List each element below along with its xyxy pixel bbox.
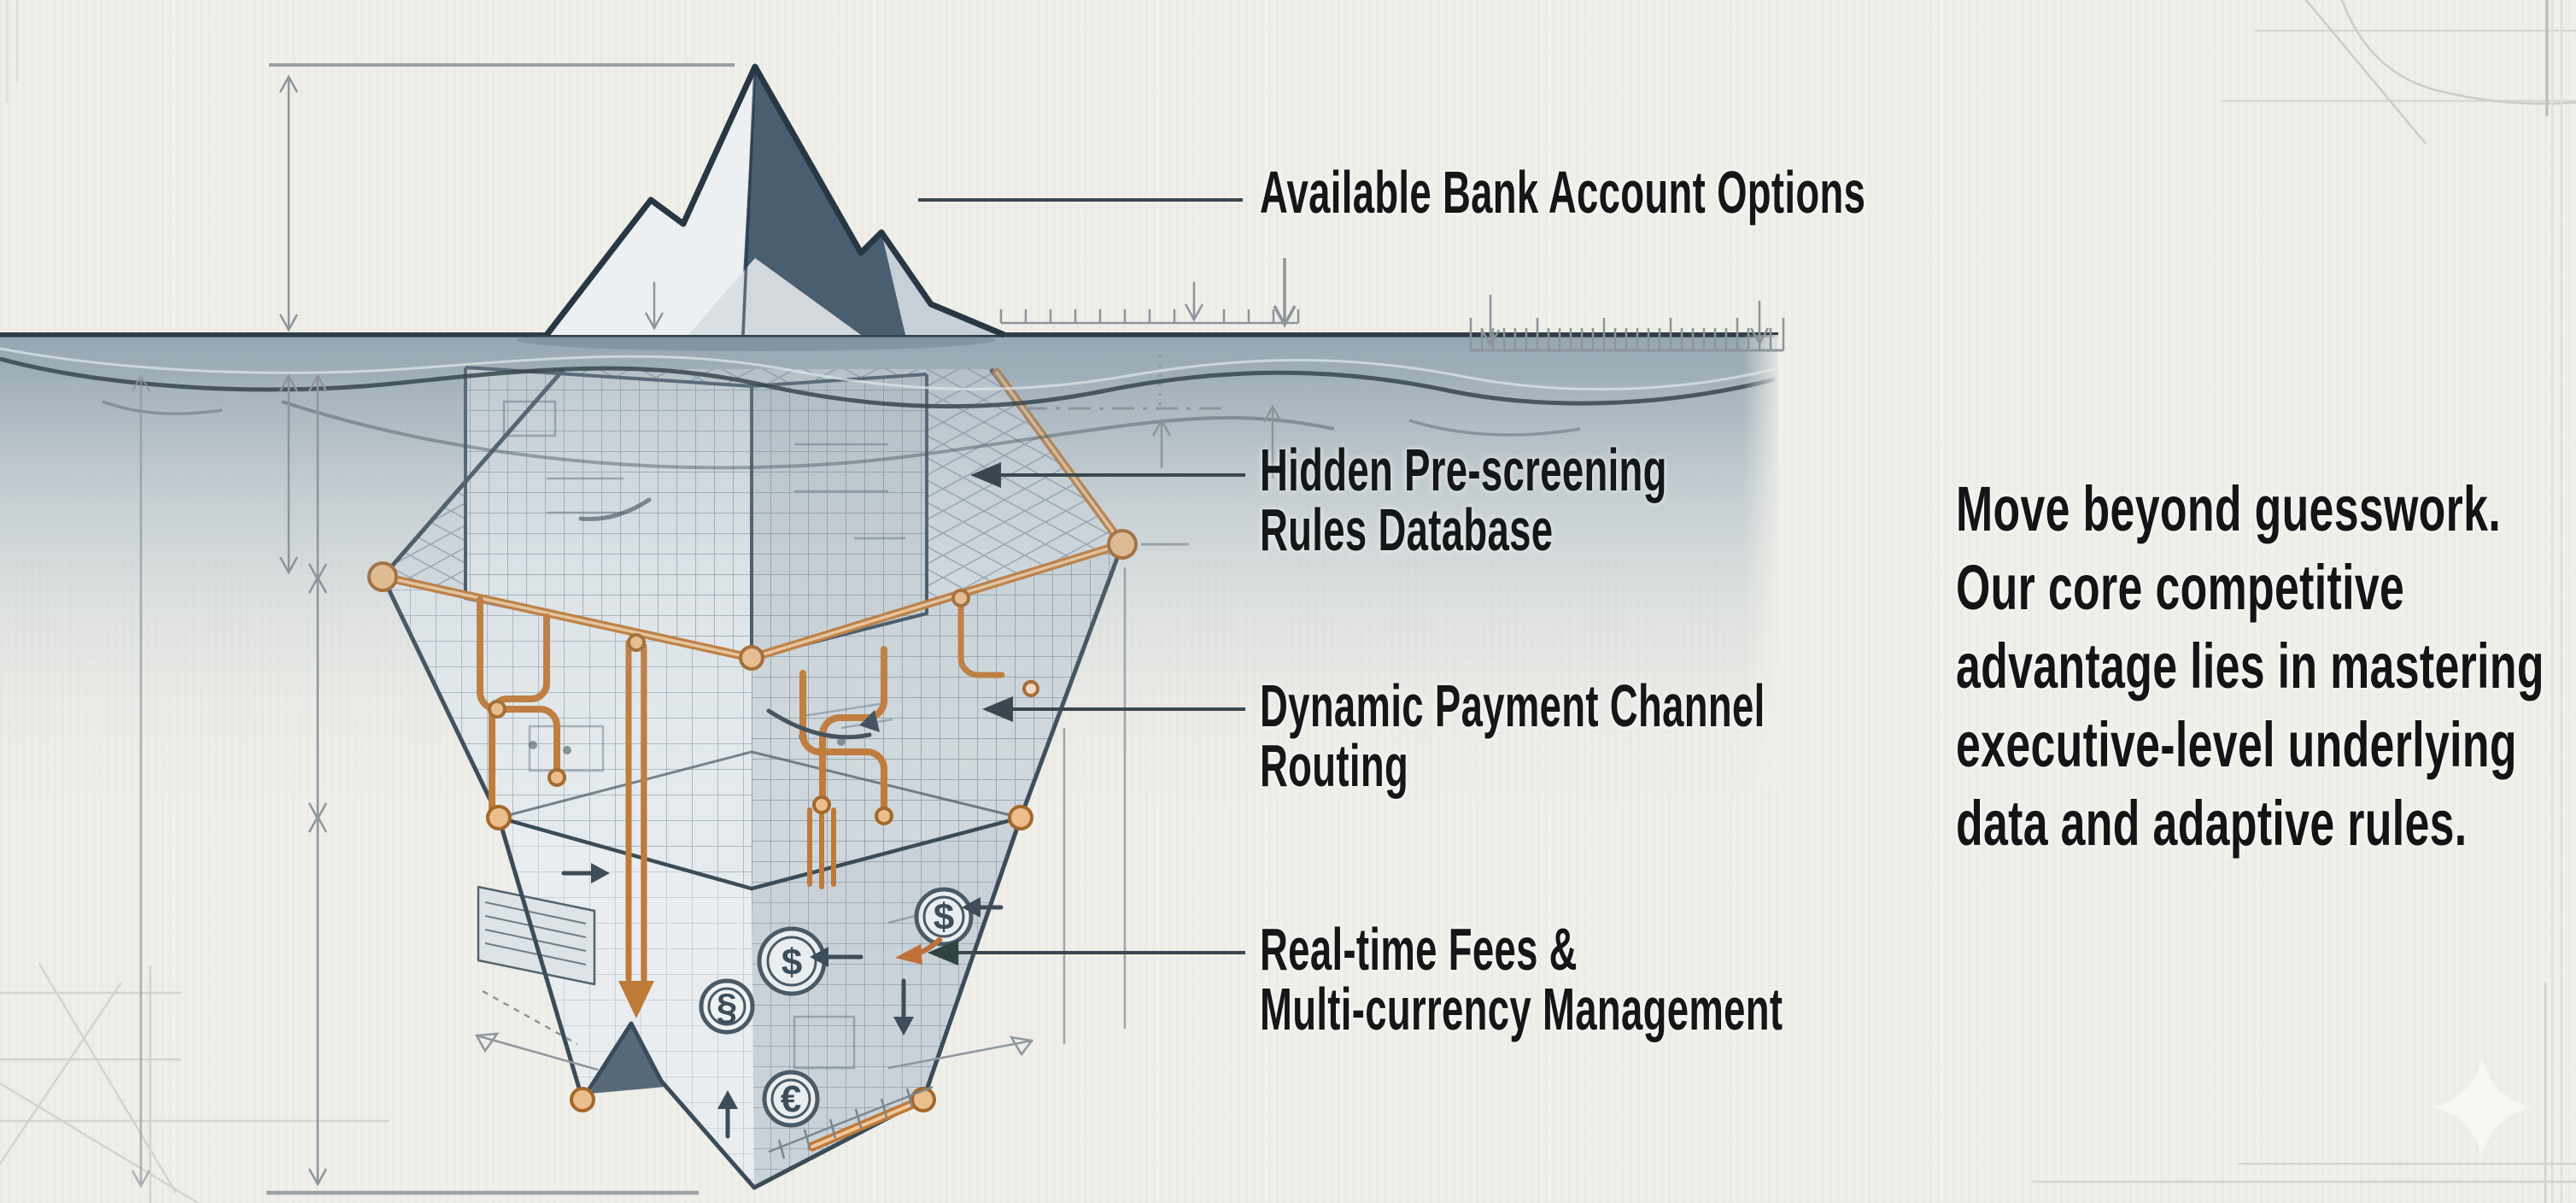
notch-facet (589, 1024, 665, 1094)
callout-line: Multi-currency Management (1260, 976, 1783, 1042)
currency-badge-dollar-large: $ (757, 926, 827, 996)
currency-badge-euro: € (762, 1070, 820, 1128)
annotation-line: Move beyond guesswork. (1956, 473, 2502, 544)
dollar-icon: $ (782, 942, 802, 983)
callout-available-bank-account-options: Available Bank Account Options (1260, 162, 1865, 222)
callout-line: Hidden Pre-screening (1260, 437, 1667, 503)
orange-down-arrow (618, 981, 654, 1018)
callout-line: Dynamic Payment Channel (1260, 672, 1765, 739)
annotation-line: Our core competitive (1956, 552, 2405, 623)
annotation-line: data and adaptive rules. (1956, 788, 2468, 859)
callout-line: Available Bank Account Options (1260, 159, 1866, 226)
dollar-icon: $ (934, 896, 954, 938)
callout-line: Rules Database (1260, 496, 1554, 563)
annotation-paragraph: Move beyond guesswork. Our core competit… (1956, 470, 2544, 863)
currency-badge-section: § (699, 978, 755, 1035)
mountain-dark-face (740, 67, 931, 335)
callout-line: Routing (1260, 732, 1409, 799)
arrowhead-icon (982, 696, 1013, 722)
callout-line: Real-time Fees & (1260, 916, 1578, 983)
water-edge-fade (1741, 335, 1785, 788)
callout-dynamic-payment-channel-routing: Dynamic Payment Channel Routing (1260, 676, 1765, 795)
currency-badge-dollar-small: $ (914, 887, 974, 947)
orange-arrowhead-icon (895, 944, 922, 965)
leader-lines (895, 198, 1245, 965)
euro-icon: € (781, 1078, 801, 1120)
currency-badges: $ $ § € (699, 887, 974, 1128)
callout-real-time-fees-multi-currency: Real-time Fees & Multi-currency Manageme… (1260, 919, 1783, 1039)
iceberg-above-water (517, 63, 1006, 351)
arrowhead-icon (970, 462, 1001, 488)
depth-haze (0, 337, 1778, 815)
annotation-line: executive-level underlying (1956, 709, 2517, 780)
annotation-line: advantage lies in mastering (1956, 631, 2544, 701)
callout-hidden-pre-screening-rules-database: Hidden Pre-screening Rules Database (1260, 440, 1667, 560)
surface-waves (0, 347, 1776, 470)
arrowhead-icon (928, 940, 958, 965)
sparkle-icon (2433, 1058, 2532, 1157)
dimension-marks (131, 63, 1785, 1195)
section-sign-icon: § (717, 986, 737, 1028)
